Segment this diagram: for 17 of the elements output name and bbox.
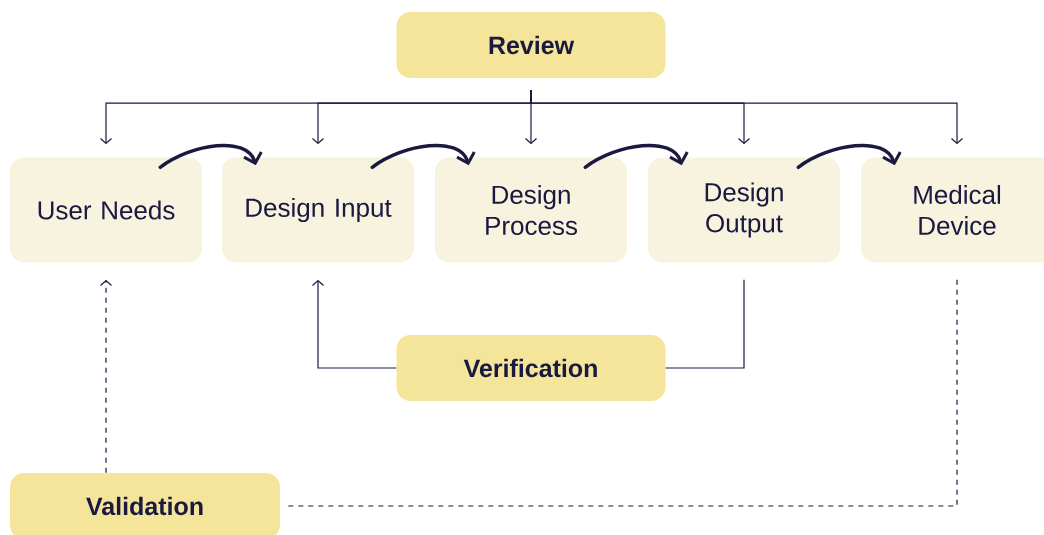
curved-arrow (370, 143, 476, 170)
dashed-arrow (99, 279, 113, 474)
curved-arrow (158, 143, 263, 170)
arrow (530, 89, 964, 145)
process-box: User Needs (10, 157, 202, 263)
process-box: Design Input (222, 157, 414, 263)
process-box: Design Process (435, 157, 627, 263)
process-box: Medical Device (861, 157, 1044, 263)
line (665, 279, 745, 369)
process-box: Design Output (648, 157, 840, 263)
dashed-line (282, 279, 958, 507)
curved-arrow (583, 143, 689, 170)
phase-box: Review (396, 12, 666, 78)
arrow (311, 279, 397, 369)
curved-arrow (796, 143, 902, 170)
phase-box: Verification (396, 335, 666, 401)
phase-box: Validation (10, 473, 280, 535)
